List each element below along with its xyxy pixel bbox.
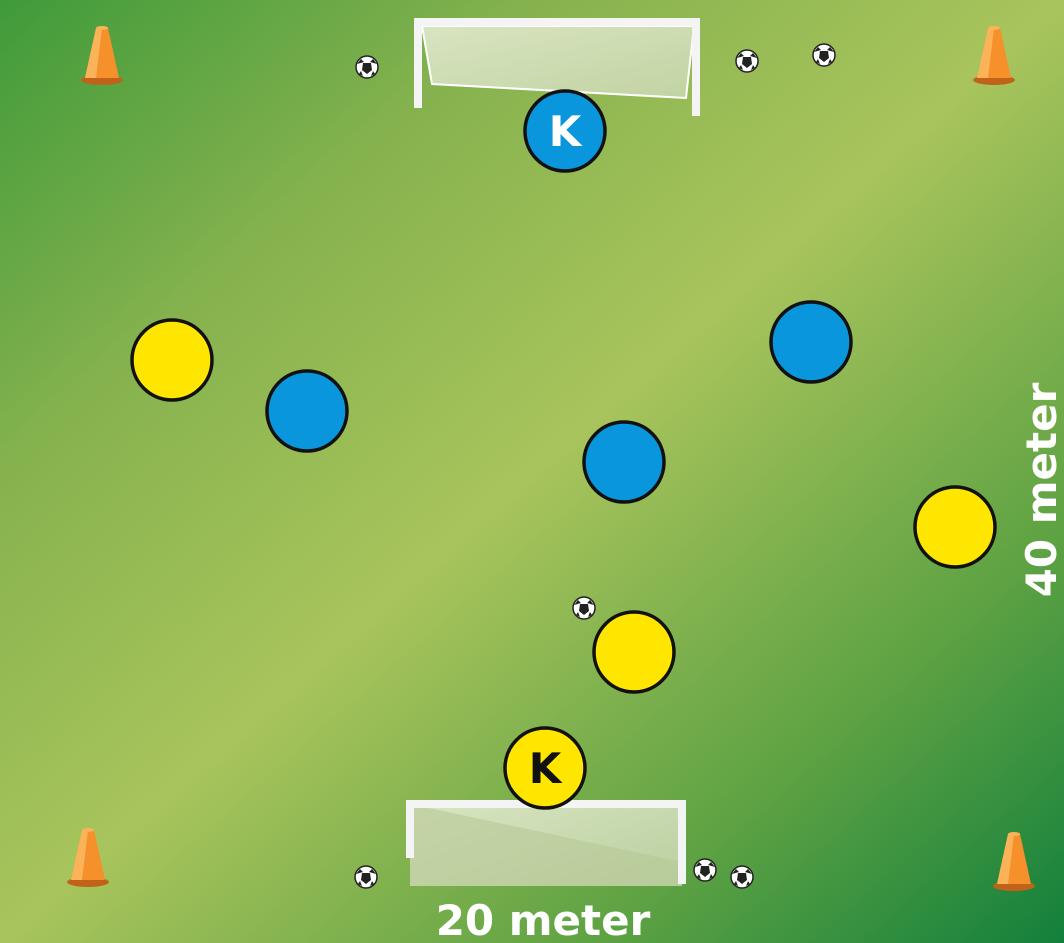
yellow-keeper-label: K bbox=[529, 744, 563, 793]
yellow-player bbox=[132, 320, 212, 400]
ball bbox=[736, 50, 758, 72]
blue-player bbox=[267, 371, 347, 451]
blue-player bbox=[771, 302, 851, 382]
width-label: 20 meter bbox=[436, 896, 651, 943]
yellow-player bbox=[915, 487, 995, 567]
ball bbox=[573, 597, 595, 619]
blue-player bbox=[584, 422, 664, 502]
ball bbox=[694, 859, 716, 881]
blue-keeper-label: K bbox=[549, 107, 583, 156]
ball bbox=[813, 44, 835, 66]
bottom-goal bbox=[410, 804, 682, 886]
ball bbox=[355, 866, 377, 888]
yellow-player bbox=[594, 612, 674, 692]
ball bbox=[356, 56, 378, 78]
length-label: 40 meter bbox=[1017, 382, 1064, 597]
ball bbox=[731, 866, 753, 888]
